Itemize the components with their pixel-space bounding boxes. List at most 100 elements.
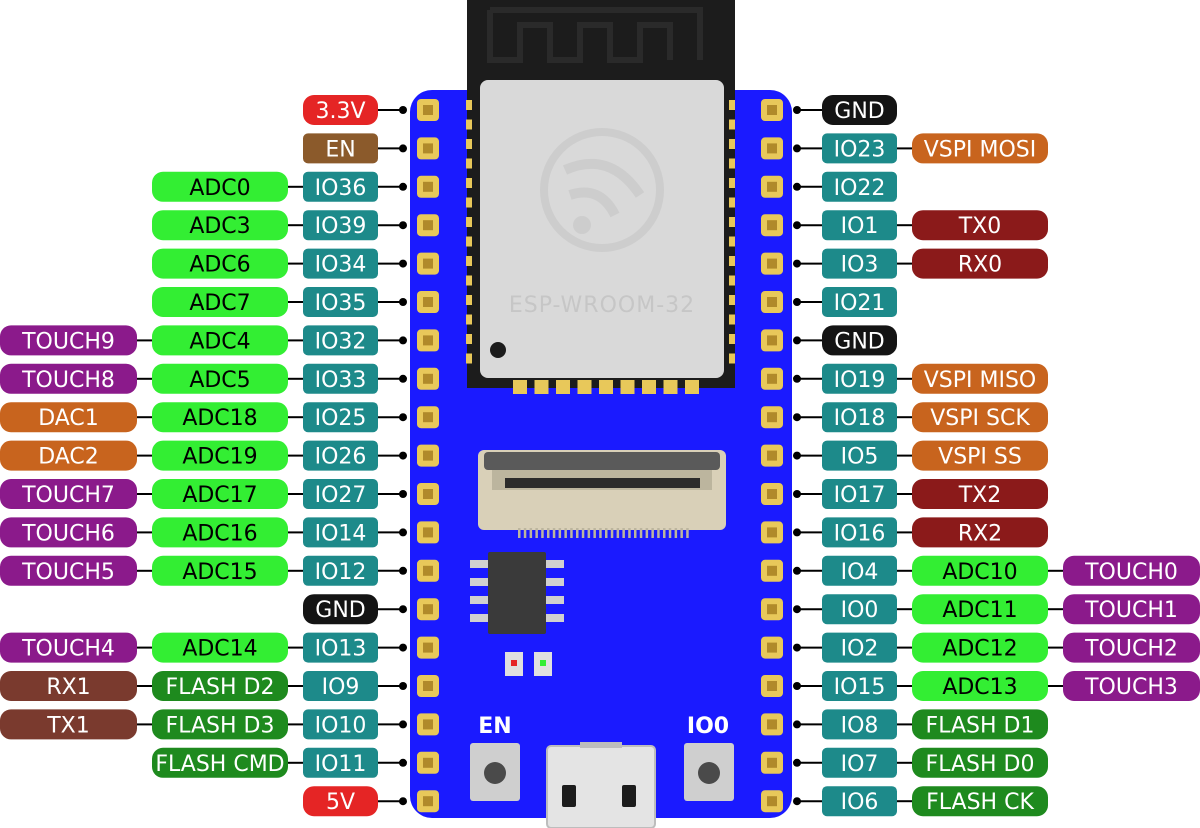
module-pad	[729, 119, 735, 130]
pin-label-uart	[912, 479, 1048, 509]
pin-label-adc	[152, 517, 288, 548]
pin-label-io	[303, 171, 378, 202]
header-pad-hole	[423, 143, 433, 154]
module-pad	[466, 197, 472, 208]
pin-label-text: 3.3V	[315, 99, 365, 124]
fpc-pin	[657, 528, 660, 538]
header-pad-hole	[767, 373, 777, 384]
header-pad-hole	[767, 335, 777, 346]
pin-label-uart	[912, 248, 1048, 279]
pin-label-text: VSPI SS	[938, 445, 1022, 470]
right-pin-row: GND	[761, 95, 897, 125]
pin-label-io	[303, 747, 378, 778]
pin-label-text: IO4	[841, 560, 879, 585]
status-leds	[505, 652, 552, 676]
pin-label-touch	[0, 325, 137, 356]
pin-label-io	[822, 594, 897, 625]
fpc-pin	[593, 528, 596, 538]
right-pin-row: IO5 VSPI SS	[761, 440, 1048, 471]
pin-label-io	[303, 440, 378, 471]
pin-label-text: IO26	[315, 445, 367, 470]
pin-label-touch	[1063, 632, 1200, 663]
fpc-pin	[663, 528, 666, 538]
pin-label-text: DAC1	[38, 406, 99, 431]
pin-label-io	[303, 363, 378, 394]
module-pad	[466, 295, 472, 305]
pin-label-text: ADC14	[182, 637, 257, 662]
header-pad-hole	[767, 489, 777, 499]
pin-label-text: ADC18	[182, 406, 257, 431]
fpc-pin	[605, 528, 608, 538]
module-pad	[466, 236, 472, 247]
module-pad	[729, 178, 735, 188]
pin-label-text: ADC4	[189, 329, 250, 354]
module-pad	[466, 256, 472, 266]
module-pad	[729, 197, 735, 208]
header-pad-hole	[767, 297, 777, 307]
pin-label-text: TOUCH5	[21, 560, 115, 585]
fpc-pin	[668, 528, 672, 538]
pin-label-adc	[152, 248, 288, 279]
pin-label-text: ADC3	[189, 214, 250, 239]
pin-label-text: TOUCH1	[1084, 598, 1178, 623]
pin-label-text: VSPI SCK	[930, 406, 1030, 431]
pin-label-uart1	[0, 671, 137, 701]
pin-label-text: FLASH D0	[926, 752, 1035, 777]
pin-label-text: ADC17	[182, 483, 257, 508]
pin-label-en	[303, 133, 378, 164]
regulator-chip	[470, 552, 564, 634]
io0-button-label: IO0	[687, 714, 729, 739]
pin-label-text: IO5	[841, 445, 879, 470]
pin-label-text: IO1	[841, 214, 879, 239]
pin-label-io	[822, 363, 897, 394]
pin-label-text: IO36	[315, 176, 367, 201]
left-pin-row: GND	[303, 594, 439, 625]
header-pad-hole	[423, 450, 433, 461]
pin-label-touch	[1063, 594, 1200, 625]
pin-label-text: IO25	[315, 406, 367, 431]
module-pad	[466, 275, 472, 286]
fpc-pins	[518, 528, 689, 538]
fpc-pin	[564, 528, 567, 538]
pin-label-io	[822, 440, 897, 471]
left-header: 3.3VENIO36ADC0IO39ADC3IO34ADC6IO35ADC7IO…	[0, 95, 439, 817]
header-pad-hole	[767, 565, 777, 576]
header-pad-hole	[767, 527, 777, 538]
pin-label-flash	[152, 671, 288, 701]
right-pin-row: IO21	[761, 287, 897, 317]
en-button[interactable]: EN	[470, 714, 520, 801]
pin-label-text: FLASH D2	[166, 675, 275, 700]
pin-label-text: IO39	[315, 214, 367, 239]
pin-label-io	[303, 402, 378, 433]
io0-button[interactable]: IO0	[684, 714, 734, 801]
pin-label-flash	[912, 786, 1048, 817]
fpc-pin	[558, 528, 562, 538]
pin-label-adc	[912, 632, 1048, 663]
fpc-pin	[576, 528, 579, 538]
module-castellated-pads	[466, 100, 735, 394]
header-pad-hole	[423, 489, 433, 499]
pin-label-text: ADC0	[189, 176, 250, 201]
header-pad-hole	[423, 681, 433, 691]
esp-wroom-32-module: ESP-WROOM-32	[466, 0, 735, 394]
fpc-pin	[518, 528, 521, 538]
pin-label-io	[822, 210, 897, 241]
pin-label-vspi	[912, 133, 1048, 164]
header-pad-hole	[423, 412, 433, 423]
